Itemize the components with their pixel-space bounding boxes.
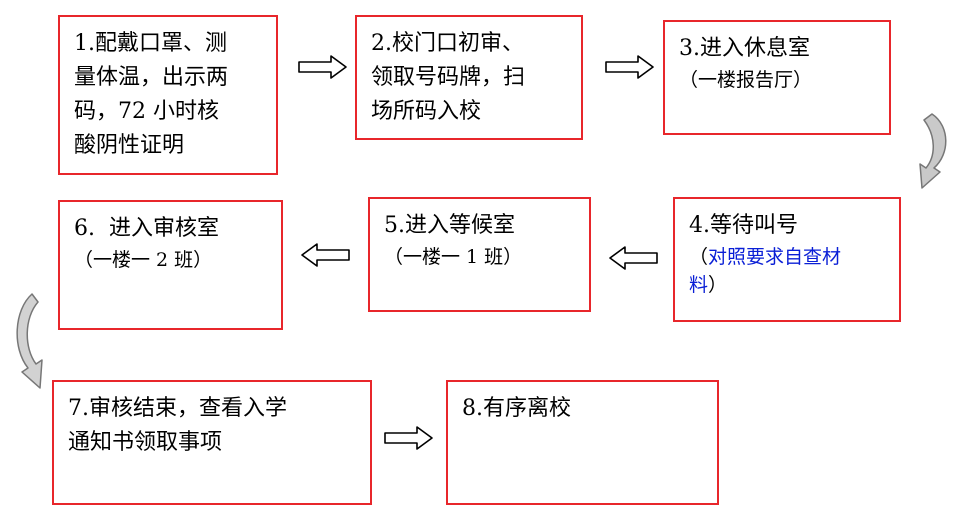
step-1-box: 1.配戴口罩、测 量体温，出示两 码，72 小时核 酸阴性证明 (58, 15, 278, 175)
step-4-box: 4.等待叫号 （对照要求自查材 料） (673, 197, 901, 322)
curved-arrow-down-right-icon (919, 113, 947, 189)
arrow-left-2-icon (301, 243, 350, 267)
step-5-box: 5.进入等候室 （一楼一 1 班） (368, 197, 591, 312)
arrow-right-1-icon (298, 55, 347, 79)
step-3-line-2: （一楼报告厅） (679, 69, 813, 91)
step-2-box: 2.校门口初审、 领取号码牌，扫 场所码入校 (355, 15, 583, 140)
step-1-line-4: 酸阴性证明 (74, 133, 185, 158)
step-5-line-1: 5.进入等候室 (384, 213, 515, 238)
step-4-paren-close: ） (708, 274, 728, 296)
step-1-line-1: 1.配戴口罩、测 (74, 31, 227, 56)
step-4-note-part-1: 对照要求自查材 (708, 246, 842, 268)
step-5-line-2: （一楼一 1 班） (384, 246, 523, 268)
arrow-left-1-icon (609, 246, 658, 270)
step-2-line-2: 领取号码牌，扫 (371, 65, 526, 90)
step-8-line-1: 8.有序离校 (462, 396, 571, 421)
step-7-line-1: 7.审核结束，查看入学 (68, 396, 287, 421)
step-7-box: 7.审核结束，查看入学 通知书领取事项 (52, 380, 372, 505)
arrow-right-3-icon (384, 426, 433, 450)
step-1-line-2: 量体温，出示两 (74, 65, 229, 90)
arrow-right-2-icon (605, 55, 654, 79)
curved-arrow-down-left-icon (16, 293, 43, 389)
step-6-box: 6. 进入审核室 （一楼一 2 班） (58, 200, 283, 330)
step-7-line-2: 通知书领取事项 (68, 430, 223, 455)
step-4-note-part-2: 料 (689, 274, 709, 296)
step-4-paren-open: （ (689, 246, 709, 268)
step-4-line-1: 4.等待叫号 (689, 213, 798, 238)
step-8-box: 8.有序离校 (446, 380, 719, 505)
step-1-line-3: 码，72 小时核 (74, 99, 219, 124)
step-2-line-3: 场所码入校 (371, 99, 482, 124)
step-6-line-1: 6. 进入审核室 (74, 216, 219, 241)
step-6-line-2: （一楼一 2 班） (74, 249, 213, 271)
step-2-line-1: 2.校门口初审、 (371, 31, 524, 56)
step-3-box: 3.进入休息室 （一楼报告厅） (663, 20, 891, 135)
step-3-line-1: 3.进入休息室 (679, 36, 810, 61)
